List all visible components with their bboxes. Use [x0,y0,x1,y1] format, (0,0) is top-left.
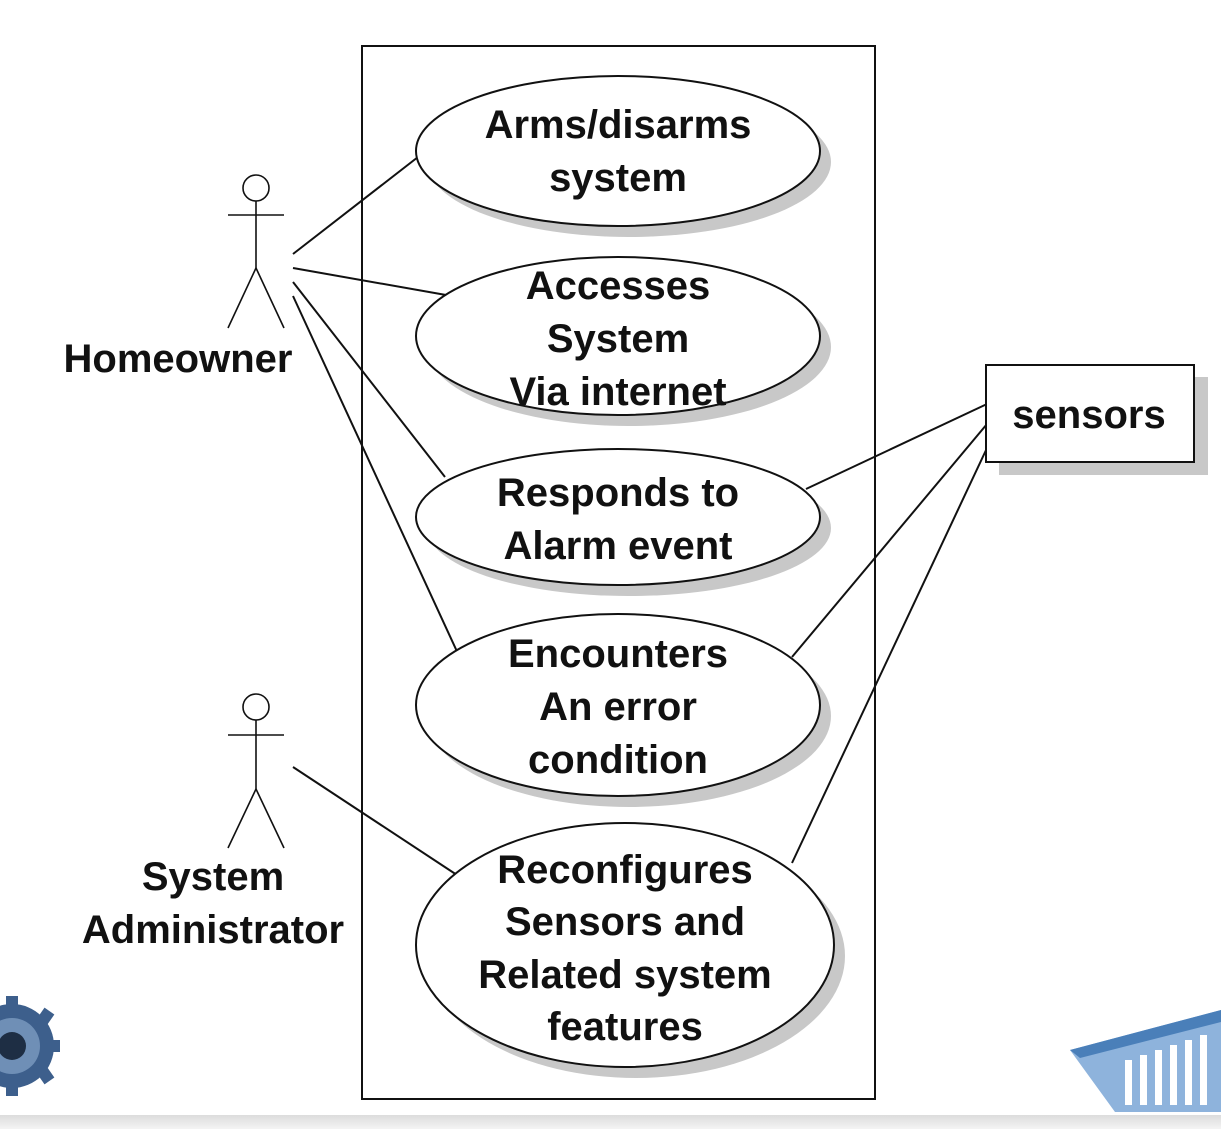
svg-text:Responds to: Responds to [497,471,739,515]
system-boundary [361,45,876,1100]
assoc-sensors-responds [805,403,988,490]
assoc-homeowner-encounters [292,295,461,659]
assoc-sensors-reconfigures [791,447,988,864]
svg-text:Reconfigures: Reconfigures [497,848,753,892]
footer-band [0,1115,1221,1129]
homeowner-label: Homeowner [64,337,293,381]
svg-text:Related system: Related system [478,953,771,997]
system-administrator-label-line2: Administrator [82,908,344,952]
use-case-accesses-system: Accesses System Via internet [415,256,831,426]
svg-text:Accesses: Accesses [526,264,711,308]
system-administrator-label-line1: System [142,855,284,899]
assoc-homeowner-responds [292,281,446,478]
homeowner-actor-icon [227,174,285,329]
svg-text:Sensors and: Sensors and [505,900,745,944]
assoc-admin-reconfigures [292,766,461,878]
use-case-responds-alarm: Responds to Alarm event [415,448,831,596]
assoc-homeowner-accesses [292,267,447,296]
svg-text:condition: condition [528,738,708,782]
svg-text:Encounters: Encounters [508,632,728,676]
assoc-sensors-encounters [791,423,988,658]
building-logo-icon [1070,1010,1221,1112]
svg-text:Via internet: Via internet [509,370,726,414]
svg-text:System: System [547,317,689,361]
gear-logo-icon [0,996,60,1096]
svg-text:Alarm event: Alarm event [504,524,733,568]
sensors-label: sensors [1012,393,1165,437]
assoc-homeowner-arms [292,156,419,255]
use-case-arms-disarms: Arms/disarms system [415,75,831,237]
use-case-reconfigures-sensors: Reconfigures Sensors and Related system … [415,822,845,1078]
svg-text:features: features [547,1005,703,1049]
svg-text:An error: An error [539,685,697,729]
sensors-box: sensors [985,364,1208,475]
system-administrator-actor-icon [227,693,285,849]
use-case-encounters-error: Encounters An error condition [415,613,831,807]
svg-text:Arms/disarms: Arms/disarms [485,103,752,147]
svg-text:system: system [549,156,687,200]
